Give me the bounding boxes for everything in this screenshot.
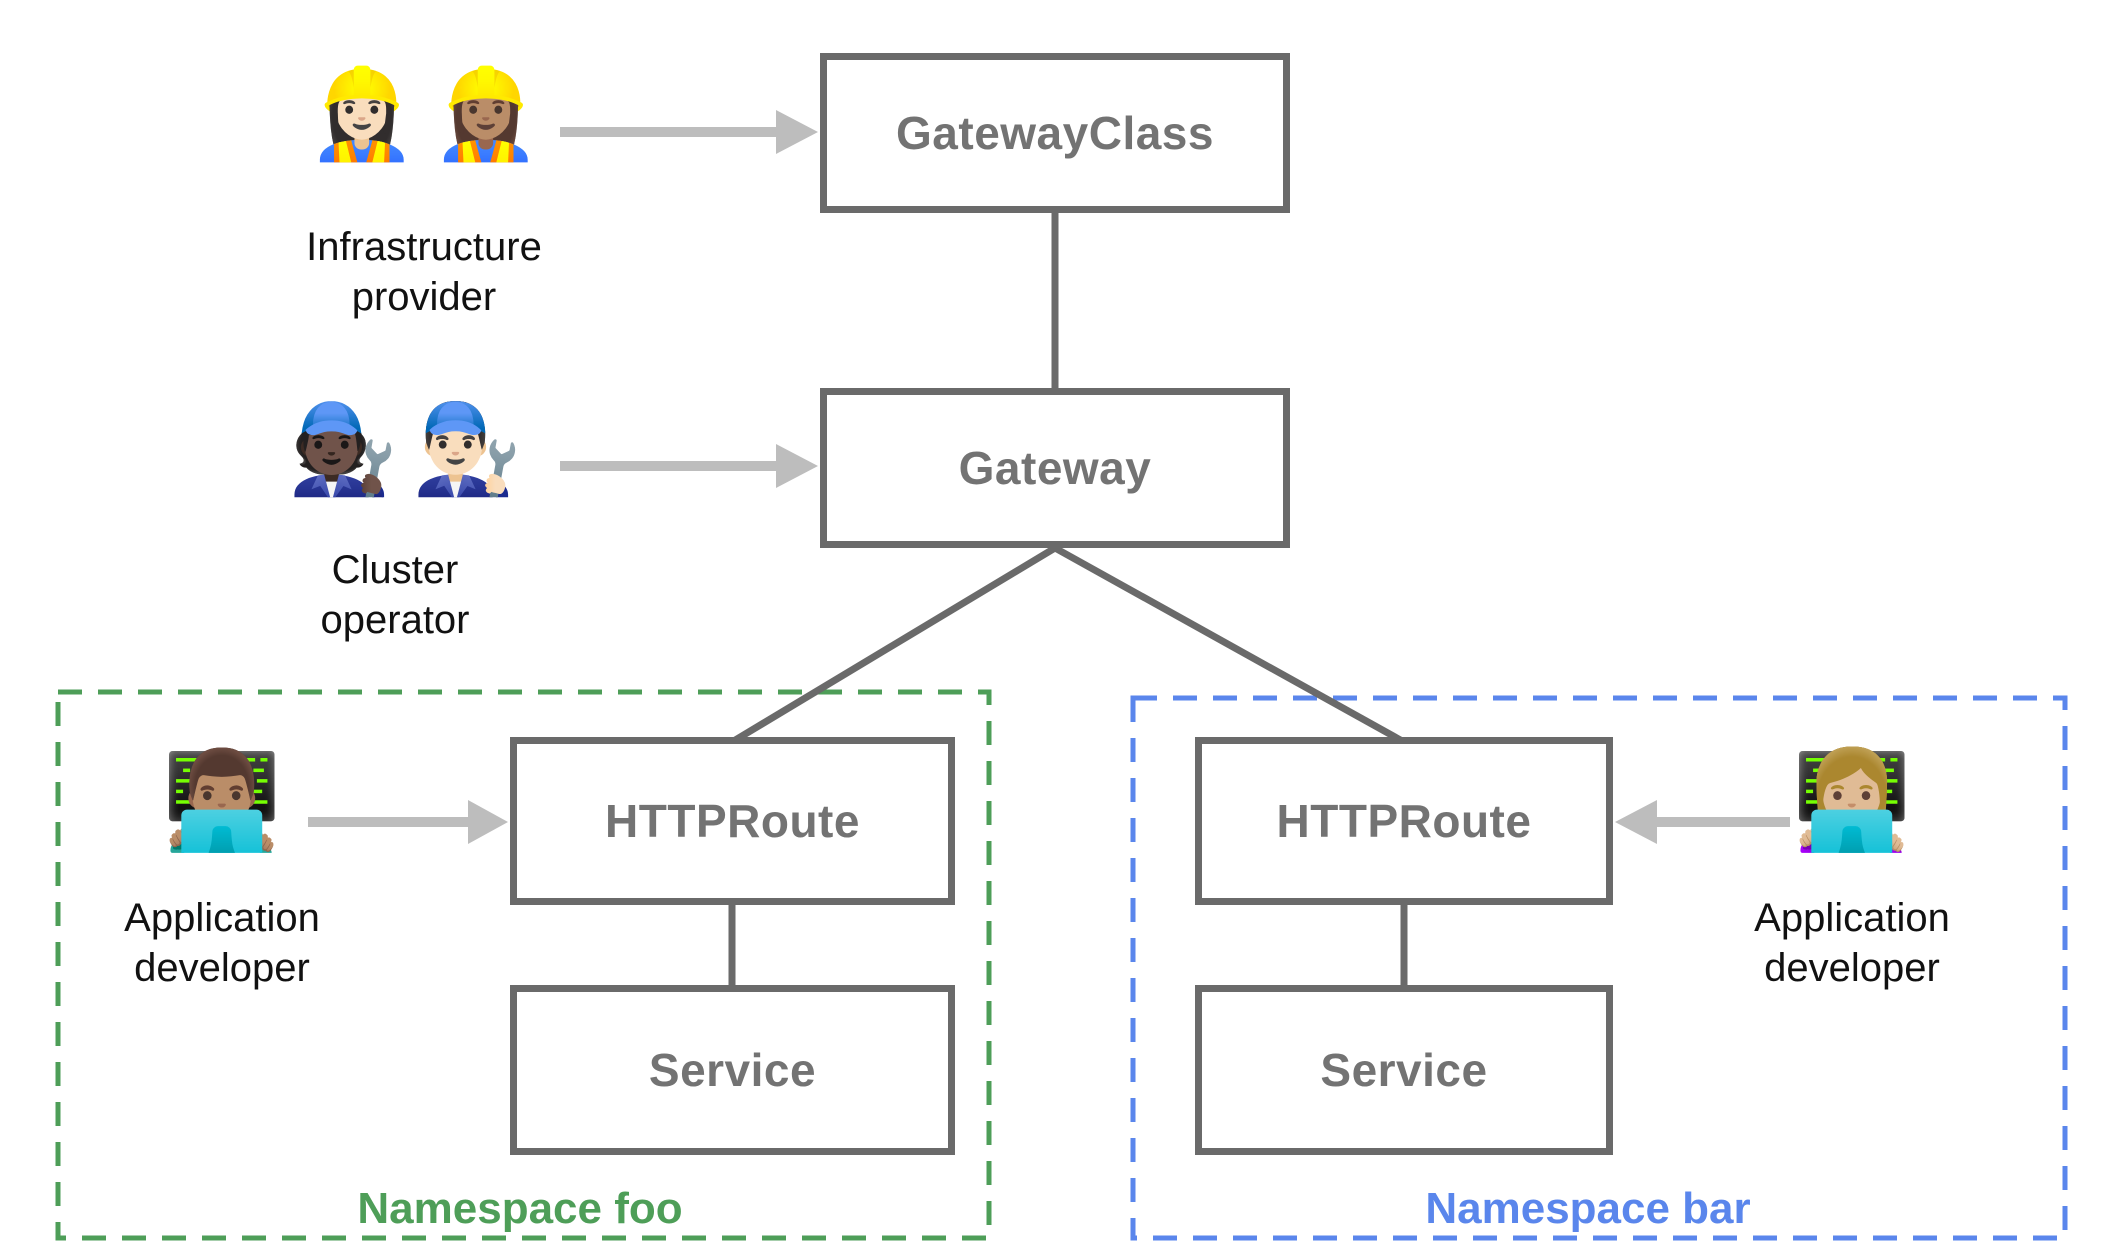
woman-technologist-emoji-icon: 👩🏼‍💻 <box>1792 744 1912 856</box>
construction-worker-woman-medium-emoji-icon: 👷🏽‍♀️ <box>431 62 541 165</box>
arrow-cluster-operator-to-gateway <box>560 444 818 488</box>
app-developer-bar-label: Application developer <box>1754 893 1950 993</box>
node-service-foo-label: Service <box>648 1044 817 1096</box>
node-httproute-foo: HTTPRoute <box>510 737 955 905</box>
infrastructure-provider-persona: 👷🏻‍♀️ 👷🏽‍♀️ <box>307 70 540 158</box>
arrow-infrastructure-provider-to-gatewayclass <box>560 110 818 154</box>
app-developer-foo-label: Application developer <box>124 893 320 993</box>
cluster-operator-label-line1: Cluster <box>331 548 459 592</box>
node-gateway-label: Gateway <box>958 442 1152 494</box>
infrastructure-provider-label-line1: Infrastructure <box>306 225 542 269</box>
app-developer-bar-label-line1: Application <box>1754 896 1950 940</box>
node-gateway: Gateway <box>820 388 1290 548</box>
infrastructure-provider-label: Infrastructure provider <box>306 222 542 322</box>
connector-gateway-httproute-foo <box>730 544 1057 746</box>
connector-gateway-httproute-bar <box>1053 544 1406 746</box>
arrow-app-developer-to-httproute-foo <box>308 800 508 844</box>
mechanic-dark-emoji-icon: 🧑🏿‍🔧 <box>288 397 398 500</box>
namespace-foo-label: Namespace foo <box>357 1184 683 1233</box>
arrow-app-developer-to-httproute-bar <box>1615 800 1790 844</box>
node-httproute-bar-label: HTTPRoute <box>1276 795 1532 847</box>
node-httproute-foo-label: HTTPRoute <box>605 795 860 847</box>
namespace-bar-boundary <box>1130 695 2068 1241</box>
cluster-operator-persona: 🧑🏿‍🔧 👨🏻‍🔧 <box>288 405 521 493</box>
node-gatewayclass: GatewayClass <box>820 53 1290 213</box>
app-developer-bar-label-line2: developer <box>1764 946 1940 990</box>
app-developer-foo-label-line1: Application <box>124 896 320 940</box>
cluster-operator-label: Cluster operator <box>321 545 470 645</box>
node-gatewayclass-label: GatewayClass <box>896 107 1214 159</box>
app-developer-bar-persona: 👩🏼‍💻 <box>1792 752 1912 848</box>
node-service-bar: Service <box>1195 985 1613 1155</box>
infrastructure-provider-label-line2: provider <box>351 275 497 319</box>
cluster-operator-label-line2: operator <box>320 598 470 642</box>
namespace-foo-boundary <box>55 689 992 1241</box>
node-httproute-bar: HTTPRoute <box>1195 737 1613 905</box>
node-service-foo: Service <box>510 985 955 1155</box>
app-developer-foo-label-line2: developer <box>134 946 310 990</box>
mechanic-man-light-emoji-icon: 👨🏻‍🔧 <box>412 397 522 500</box>
namespace-bar-label: Namespace bar <box>1425 1184 1751 1233</box>
node-service-bar-label: Service <box>1320 1044 1488 1096</box>
app-developer-foo-persona: 👨🏽‍💻 <box>162 752 282 848</box>
man-technologist-emoji-icon: 👨🏽‍💻 <box>162 744 282 856</box>
construction-worker-woman-light-emoji-icon: 👷🏻‍♀️ <box>307 62 417 165</box>
